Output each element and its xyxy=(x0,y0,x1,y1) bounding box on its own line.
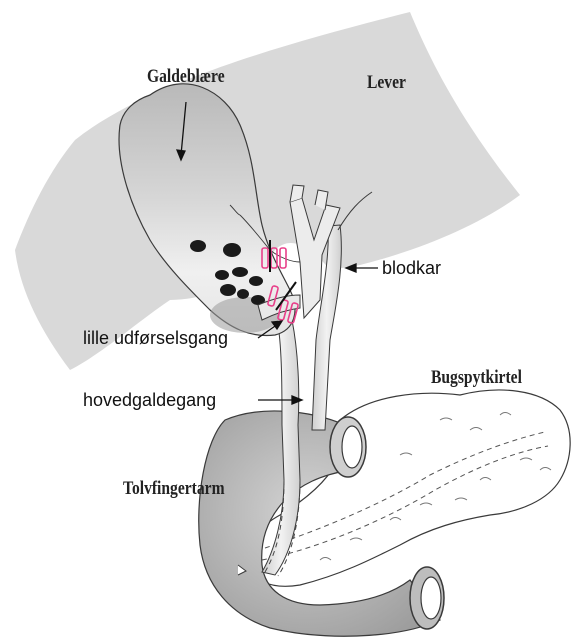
pancreas-label: Bugspytkirtel xyxy=(431,368,522,387)
cystic-duct-label: lille udførselsgang xyxy=(83,329,228,347)
duodenum-label: Tolvfingertarm xyxy=(123,479,225,498)
gallbladder-label: Galdeblære xyxy=(147,67,225,86)
liver-label: Lever xyxy=(367,73,406,92)
blood-vessel-label: blodkar xyxy=(382,259,441,277)
common-bile-duct-label: hovedgaldegang xyxy=(83,391,216,409)
